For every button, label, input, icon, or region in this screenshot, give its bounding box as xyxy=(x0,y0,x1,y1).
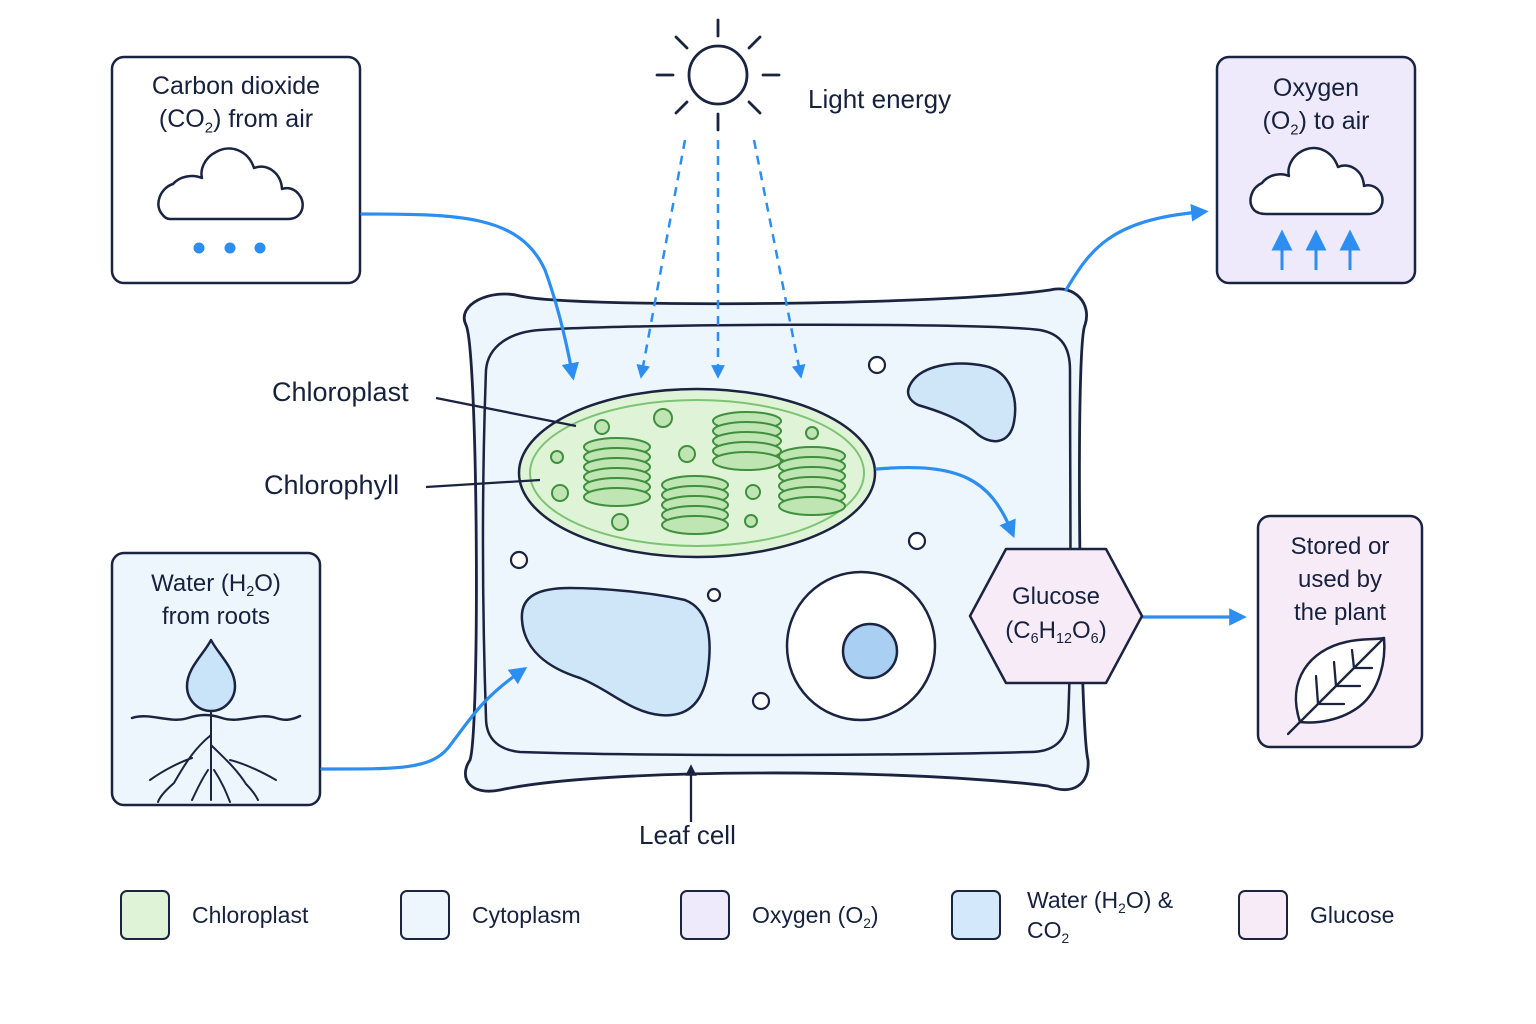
grana xyxy=(583,411,846,535)
co2-input-label: Carbon dioxide (CO2) from air xyxy=(151,72,321,137)
chloroplast-to-glucose-arrow xyxy=(875,465,1016,539)
legend-swatch-glucose xyxy=(1238,890,1288,940)
leaf-cell xyxy=(462,287,1090,793)
co2-dots xyxy=(193,242,266,254)
legend-label: Oxygen (O2) xyxy=(752,902,879,931)
light-ray xyxy=(752,139,806,379)
water-input-box xyxy=(110,551,322,807)
organelles xyxy=(509,355,927,711)
flow-arrows xyxy=(320,204,1247,771)
water-input-label: Water (H2O) from roots xyxy=(151,570,281,630)
legend-item-water-co2: Water (H2O) & CO2 xyxy=(951,887,1174,946)
water-drop-roots-icon xyxy=(130,638,302,803)
legend-swatch-water-co2 xyxy=(951,890,1001,940)
stored-output-label: Stored or used by the plant xyxy=(1290,533,1390,626)
glucose-label: Glucose (C6H12O6) xyxy=(1005,583,1107,648)
legend-swatch-oxygen xyxy=(680,890,730,940)
vacuole xyxy=(520,586,711,717)
chloroplast xyxy=(517,387,877,559)
oxygen-arrow xyxy=(1064,204,1209,292)
oxygen-output-label: Oxygen (O2) to air xyxy=(1262,74,1370,139)
legend-item-glucose: Glucose xyxy=(1238,888,1394,942)
stored-output-box xyxy=(1256,514,1424,749)
co2-input-box xyxy=(110,55,362,285)
legend-item-oxygen: Oxygen (O2) xyxy=(680,888,879,942)
oxygen-output-box xyxy=(1215,55,1417,285)
cloud-up-arrows-icon xyxy=(1249,146,1384,270)
leaf-cell-label: Leaf cell xyxy=(639,820,736,850)
water-arrow xyxy=(320,666,528,771)
cloud-icon xyxy=(157,147,304,221)
legend-item-cytoplasm: Cytoplasm xyxy=(400,888,581,942)
leaf-icon xyxy=(1286,636,1386,736)
legend-item-chloroplast: Chloroplast xyxy=(120,888,308,942)
chlorophyll-label: Chlorophyll xyxy=(264,470,400,500)
vacuole-small xyxy=(906,362,1017,443)
co2-arrow xyxy=(360,212,580,381)
chloroplast-label: Chloroplast xyxy=(272,377,409,407)
legend-label: Glucose xyxy=(1310,902,1395,928)
legend-label: Cytoplasm xyxy=(472,902,581,928)
nucleus xyxy=(785,570,937,722)
legend-label: Water (H2O) & CO2 xyxy=(1027,887,1174,946)
legend-swatch-chloroplast xyxy=(120,890,170,940)
sun-icon xyxy=(655,18,781,132)
glucose-hexagon xyxy=(968,547,1144,685)
light-ray xyxy=(636,139,687,379)
label-lines xyxy=(425,396,697,822)
light-rays xyxy=(636,139,806,379)
legend-swatch-cytoplasm xyxy=(400,890,450,940)
legend-label: Chloroplast xyxy=(192,902,309,928)
light-energy-label: Light energy xyxy=(808,84,952,114)
chloroplast-granules xyxy=(550,408,819,531)
